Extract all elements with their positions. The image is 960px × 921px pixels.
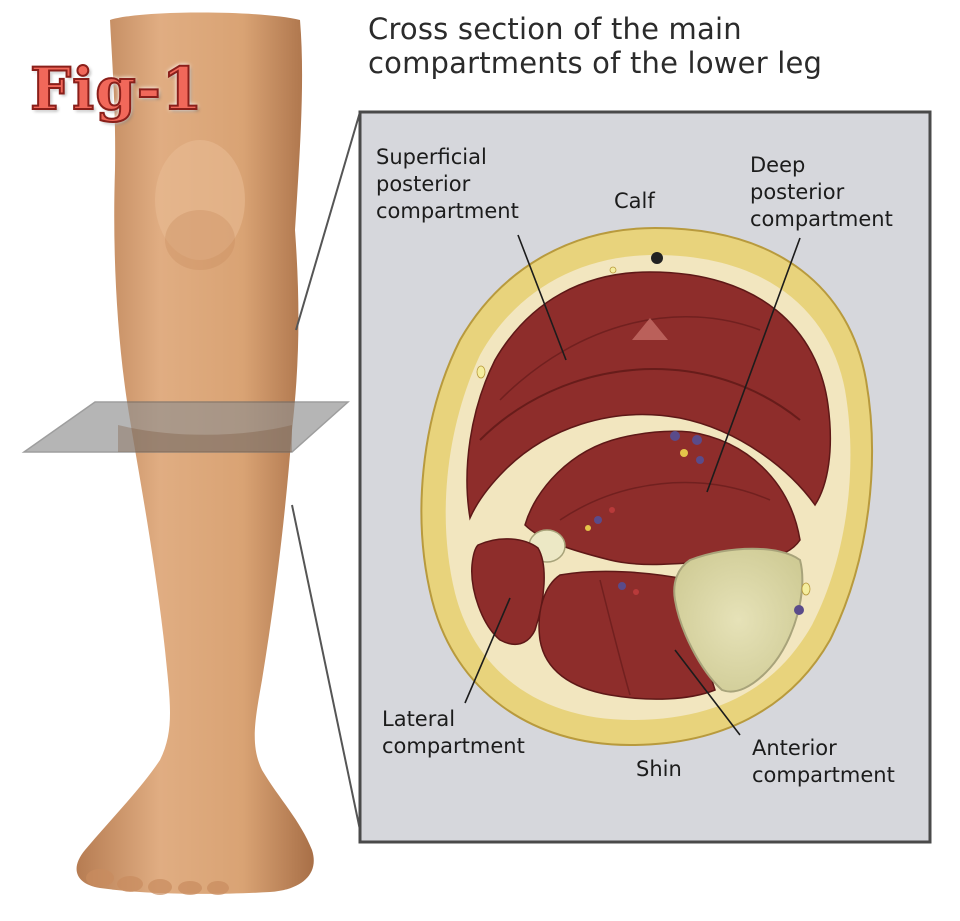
cross-section <box>420 226 873 747</box>
toes <box>86 869 229 895</box>
vessel <box>651 252 663 264</box>
title-line-2: compartments of the lower leg <box>368 46 823 80</box>
knee-cap <box>155 140 245 260</box>
label-superficial-posterior: Superficial posterior compartment <box>376 145 519 223</box>
label-lateral: Lateral compartment <box>382 707 525 758</box>
title-line-1: Cross section of the main <box>368 12 742 46</box>
leg-illustration <box>76 12 314 895</box>
label-calf: Calf <box>614 189 655 213</box>
label-deep-posterior: Deep posterior compartment <box>750 153 893 231</box>
leg-shape <box>76 12 314 894</box>
figure-label: Fig-1 <box>29 54 204 124</box>
superficial-posterior-compartment <box>466 271 832 521</box>
anterior-compartment <box>538 570 716 700</box>
tibia <box>673 547 804 693</box>
cutting-plane <box>21 401 350 453</box>
leader-lines <box>464 234 801 736</box>
deep-posterior-compartment <box>524 430 801 566</box>
zoom-line-bottom <box>291 504 361 831</box>
zoom-line-top <box>295 111 361 331</box>
label-anterior: Anterior compartment <box>752 736 895 787</box>
lateral-compartment <box>471 538 545 646</box>
label-shin: Shin <box>636 757 682 781</box>
